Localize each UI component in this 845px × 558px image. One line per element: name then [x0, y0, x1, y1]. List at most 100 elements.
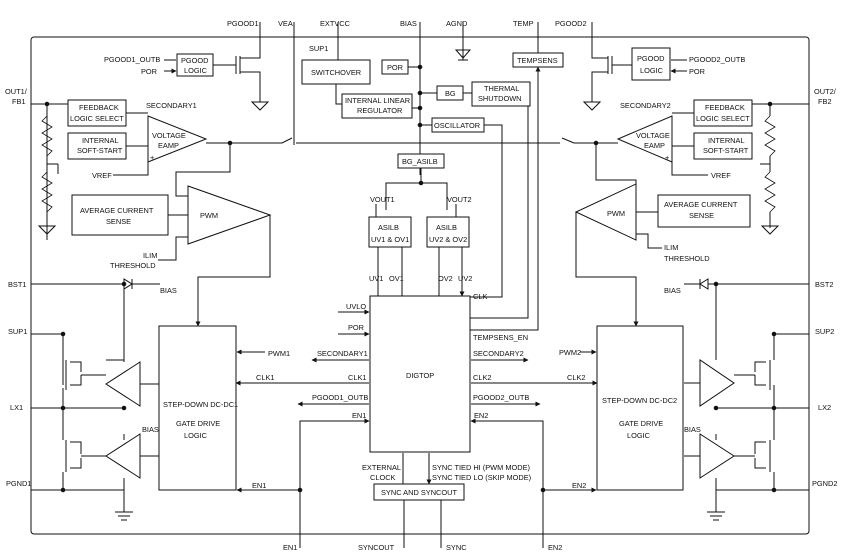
pin-bst2: BST2 [815, 280, 833, 289]
pin-en2: EN2 [548, 543, 562, 552]
pin-lx2: LX2 [818, 403, 831, 412]
asilb2-block [426, 216, 470, 248]
pin-bias: BIAS [400, 19, 417, 28]
ground-pgood2 [582, 92, 602, 111]
pin-fb1: FB1 [12, 97, 26, 106]
thermal-shutdown-block [471, 81, 531, 107]
eamp-right-l2: EAMP [644, 141, 665, 150]
pin-temp: TEMP [513, 19, 534, 28]
label-por-r: POR [689, 67, 705, 76]
hs-driver-left [105, 361, 141, 407]
label-en1-left: EN1 [252, 481, 266, 490]
avg-current-right [657, 194, 751, 228]
eamp-left-plus: + [150, 153, 154, 162]
pin-pgood1: PGOOD1 [227, 19, 259, 28]
ss-left-l2: SOFT-START [77, 146, 123, 155]
label-secondary2-digtop: SECONDARY2 [473, 349, 524, 358]
asilb1-l2: UV1 & OV1 [371, 235, 409, 244]
eamp-right-l1: VOLTAGE [636, 131, 670, 140]
softstart-left [67, 132, 127, 160]
label-clk2: CLK2 [567, 373, 586, 382]
ground-fb1 [37, 225, 57, 235]
pin-vea: VEA [278, 19, 293, 28]
por-block-text: POR [387, 63, 403, 72]
label-sync-hi: SYNC TIED HI (PWM MODE) [432, 463, 530, 472]
ground-fb2 [760, 225, 780, 235]
label-external-clock-l2: CLOCK [370, 473, 396, 482]
gate-drive-right [596, 325, 684, 491]
pgood-logic-left-l1: PGOOD [181, 56, 209, 65]
pin-lx1: LX1 [10, 403, 23, 412]
gate-right-l1: STEP-DOWN DC-DC2 [602, 396, 677, 405]
pin-sup1: SUP1 [8, 327, 27, 336]
pwm-right-text: PWM [607, 209, 625, 218]
ilim-left-l1: ILIM [143, 251, 157, 260]
asilb1-block [368, 216, 412, 248]
digtop-text: DIGTOP [406, 371, 434, 380]
label-secondary1: SECONDARY1 [146, 101, 197, 110]
ss-right-l2: SOFT-START [703, 146, 749, 155]
sync-syncout-block [373, 483, 465, 501]
eamp-right-plus: + [665, 153, 669, 162]
pin-sync: SYNC [446, 543, 467, 552]
label-vout1: VOUT1 [370, 195, 395, 204]
gate-right-l2: GATE DRIVE [619, 419, 663, 428]
label-external-clock-l1: EXTERNAL [362, 463, 401, 472]
ls-mosfet-right [734, 440, 771, 472]
ls-driver-left [105, 433, 141, 479]
label-bias-bst1: BIAS [160, 286, 177, 295]
label-secondary2: SECONDARY2 [620, 101, 671, 110]
fb2-resistor-top [764, 115, 776, 157]
label-ov1: OV1 [389, 274, 404, 283]
asilb2-l2: UV2 & OV2 [429, 235, 467, 244]
ilim-left-l2: THRESHOLD [110, 261, 156, 270]
label-pgood2-outb: PGOOD2_OUTB [689, 55, 745, 64]
softstart-right [693, 132, 753, 160]
pin-extvcc: EXTVCC [320, 19, 351, 28]
label-pwm1: PWM1 [268, 349, 290, 358]
thermal-l1: THERMAL [484, 84, 519, 93]
pwm-left-text: PWM [200, 211, 218, 220]
label-bias-left: BIAS [142, 425, 159, 434]
avg-left-l1: AVERAGE CURRENT [80, 206, 154, 215]
pin-sup2: SUP2 [815, 327, 834, 336]
label-clk: CLK [473, 292, 487, 301]
pwm-comparator-left [187, 185, 272, 245]
label-en2-digtop: EN2 [474, 411, 488, 420]
label-uv1: UV1 [369, 274, 383, 283]
label-en2-right: EN2 [572, 481, 586, 490]
label-vref-left: VREF [92, 171, 112, 180]
label-por-digtop: POR [348, 323, 364, 332]
asilb1-l1: ASILB [378, 223, 399, 232]
eamp-left-l1: VOLTAGE [152, 131, 186, 140]
ground-pgnd1 [115, 511, 133, 521]
right-pins: OUT2/ FB2 BST2 SUP2 LX2 PGND2 [812, 87, 837, 488]
label-clk1-digtop: CLK1 [348, 373, 367, 382]
label-tempsens-en: TEMPSENS_EN [473, 333, 528, 342]
pin-en1: EN1 [283, 543, 297, 552]
ground-pgnd2 [707, 511, 725, 521]
avg-current-left [71, 194, 169, 236]
label-bias-bst2: BIAS [664, 286, 681, 295]
hs-mosfet-left [65, 326, 125, 390]
label-clk1: CLK1 [256, 373, 275, 382]
internal-linear-regulator [341, 93, 413, 119]
avg-right-l2: SENSE [689, 211, 714, 220]
voltage-eamp-right [616, 115, 673, 163]
top-pins: PGOOD1 VEA EXTVCC BIAS AGND TEMP PGOOD2 [227, 19, 587, 28]
label-uv2: UV2 [458, 274, 472, 283]
left-pins: OUT1/ FB1 BST1 SUP1 LX1 PGND1 [5, 87, 31, 488]
ground-pgood1 [250, 92, 270, 111]
label-sup1: SUP1 [309, 44, 328, 53]
label-uvlo: UVLO [346, 302, 366, 311]
avg-right-l1: AVERAGE CURRENT [664, 200, 738, 209]
pgood-logic-right-l2: LOGIC [640, 66, 664, 75]
switchover-text: SWITCHOVER [311, 68, 361, 77]
feedback-logic-left [67, 99, 127, 127]
gate-drive-left [158, 325, 237, 491]
label-pgood1-outb-digtop: PGOOD1_OUTB [312, 393, 368, 402]
label-pgood2-outb-digtop: PGOOD2_OUTB [473, 393, 529, 402]
pin-out2: OUT2/ [814, 87, 837, 96]
thermal-l2: SHUTDOWN [478, 94, 522, 103]
bg-asilb-text: BG_ASILB [402, 157, 438, 166]
